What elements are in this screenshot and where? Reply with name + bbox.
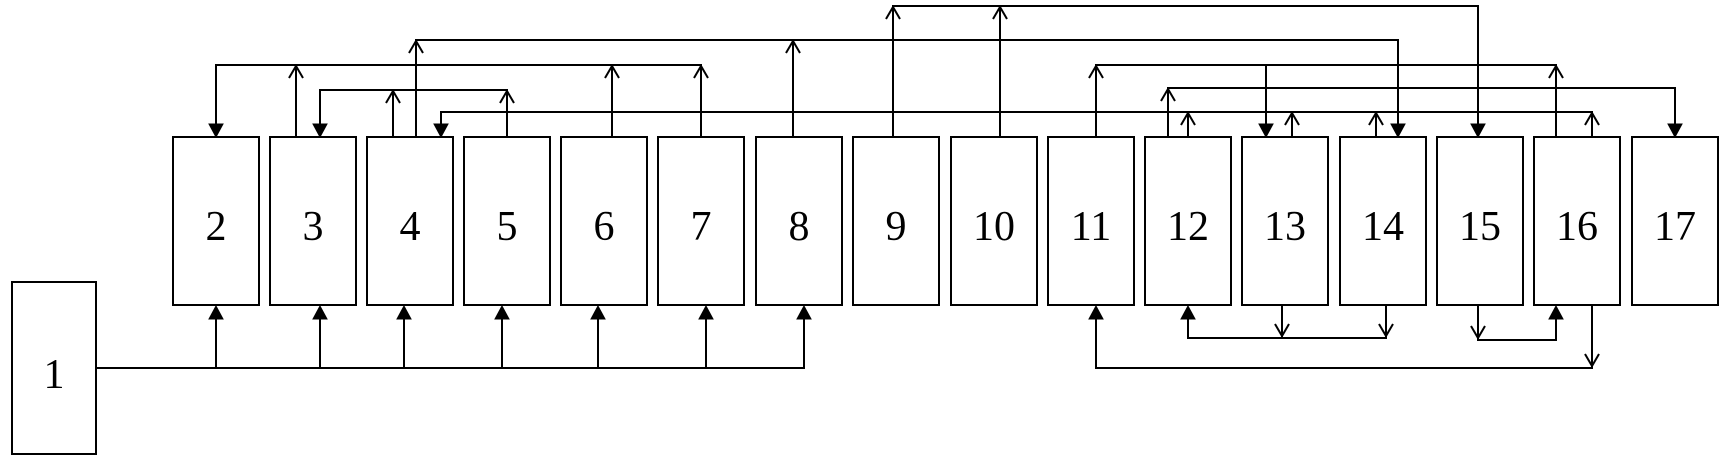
block-9-label: 9 (886, 204, 907, 250)
arrowhead-block-15-top (1470, 123, 1486, 139)
block-8: 8 (755, 136, 843, 306)
arrowhead-open-5-top (499, 89, 515, 104)
block-2: 2 (172, 136, 260, 306)
arrowhead-open-11-top (1088, 64, 1104, 79)
arrowhead-open-12-top-88 (1160, 87, 1176, 102)
arrowhead-open-10-top (992, 5, 1008, 20)
block-11-label: 11 (1071, 204, 1111, 250)
block-8-label: 8 (789, 204, 810, 250)
arrowhead-block-3-bottom (312, 304, 328, 320)
arrowhead-block-2-top (208, 123, 224, 139)
arrowhead-block-11-bottom (1088, 304, 1104, 320)
arrowhead-open-15-bottom (1470, 325, 1486, 340)
arrowhead-open-12-top (1180, 111, 1196, 126)
arrowhead-block-13-top (1258, 123, 1274, 139)
arrowhead-block-4-bottom (396, 304, 412, 320)
block-6-label: 6 (594, 204, 615, 250)
block-10-label: 10 (973, 204, 1015, 250)
block-3-label: 3 (303, 204, 324, 250)
block-16-label: 16 (1556, 204, 1598, 250)
block-12-label: 12 (1167, 204, 1209, 250)
block-15-label: 15 (1459, 204, 1501, 250)
block-17-label: 17 (1654, 204, 1696, 250)
arrowhead-block-14-top-long (1390, 123, 1406, 139)
wire-5-4-to-3 (312, 89, 515, 139)
block-14: 14 (1339, 136, 1427, 306)
arrowhead-open-16-top-65 (1548, 64, 1564, 79)
arrowhead-open-13-bottom (1274, 323, 1290, 338)
block-5-label: 5 (497, 204, 518, 250)
arrowhead-open-13-top (1284, 111, 1300, 126)
block-3: 3 (269, 136, 357, 306)
wire-15-to-16 (1470, 304, 1564, 341)
arrowhead-open-9-top (885, 5, 901, 20)
block-15: 15 (1436, 136, 1524, 306)
block-6: 6 (560, 136, 648, 306)
block-12: 12 (1144, 136, 1232, 306)
arrowhead-open-4-long-top (408, 39, 424, 54)
block-1-label: 1 (44, 352, 65, 398)
block-9: 9 (852, 136, 940, 306)
arrowhead-open-14-top (1368, 111, 1384, 126)
wire-7-3-to-2 (208, 64, 709, 139)
arrowhead-open-7-top (693, 64, 709, 79)
arrowhead-block-12-bottom (1180, 304, 1196, 320)
wire-4-top-long (408, 39, 1406, 139)
block-13: 13 (1241, 136, 1329, 306)
arrowhead-block-3-top (312, 123, 328, 139)
block-17: 17 (1631, 136, 1719, 306)
wire-13-14-to-12 (1180, 304, 1394, 339)
wire-12-13-14-16-to-4 (433, 111, 1600, 139)
block-2-label: 2 (206, 204, 227, 250)
bus-1-to-2-8 (96, 304, 812, 369)
arrowhead-block-5-bottom (494, 304, 510, 320)
arrowhead-open-16-top (1584, 111, 1600, 126)
block-11: 11 (1047, 136, 1135, 306)
block-1: 1 (11, 281, 97, 455)
block-13-label: 13 (1264, 204, 1306, 250)
wire-11-16-to-13 (1088, 64, 1564, 139)
arrowhead-block-2-bottom (208, 304, 224, 320)
block-16: 16 (1533, 136, 1621, 306)
arrowhead-open-6-top (604, 64, 620, 79)
arrowhead-open-14-bottom (1378, 323, 1394, 338)
arrowhead-block-4-top (433, 123, 449, 139)
block-7: 7 (657, 136, 745, 306)
block-14-label: 14 (1362, 204, 1404, 250)
arrowhead-block-16-bottom (1548, 304, 1564, 320)
arrowhead-open-8-top (785, 39, 801, 54)
wire-16-to-11 (1088, 304, 1600, 369)
arrowhead-block-8-bottom (796, 304, 812, 320)
block-7-label: 7 (691, 204, 712, 250)
arrowhead-block-6-bottom (590, 304, 606, 320)
block-4-label: 4 (400, 204, 421, 250)
block-4: 4 (366, 136, 454, 306)
arrowhead-block-7-bottom (698, 304, 714, 320)
arrowhead-open-3-top (288, 64, 304, 79)
block-5: 5 (463, 136, 551, 306)
block-10: 10 (950, 136, 1038, 306)
arrowhead-block-17-top (1667, 123, 1683, 139)
arrowhead-open-4-top (385, 89, 401, 104)
arrowhead-open-16-down (1584, 353, 1600, 368)
